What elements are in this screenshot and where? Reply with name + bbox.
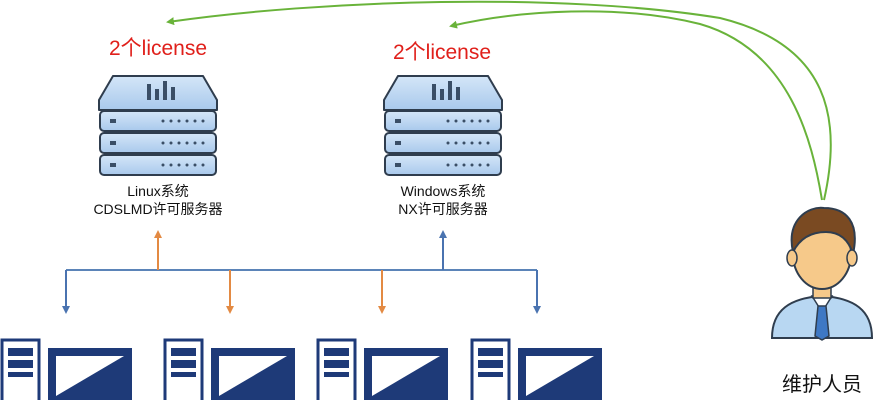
workstation-icon [0, 338, 134, 400]
maintenance-arrow-linux [166, 0, 832, 201]
maintenance-person-icon [770, 206, 874, 341]
windows-server-os: Windows系统 [400, 183, 486, 199]
linux-server-role: CDSLMD许可服务器 [93, 201, 223, 217]
windows-server-icon [383, 75, 503, 176]
windows-server-role: NX许可服务器 [398, 201, 488, 217]
workstation-icon [316, 338, 450, 400]
linux-license-count: 2个license [108, 37, 208, 60]
linux-server-icon [98, 75, 218, 176]
windows-server-caption: Windows系统 NX许可服务器 [353, 182, 533, 218]
workstation-icon [163, 338, 297, 400]
maintenance-person-label: 维护人员 [782, 374, 862, 396]
maintenance-arrow-windows [449, 10, 823, 201]
workstation-icon [470, 338, 604, 400]
linux-server-caption: Linux系统 CDSLMD许可服务器 [68, 182, 248, 218]
linux-server-os: Linux系统 [127, 183, 189, 199]
windows-license-count: 2个license [392, 41, 492, 64]
